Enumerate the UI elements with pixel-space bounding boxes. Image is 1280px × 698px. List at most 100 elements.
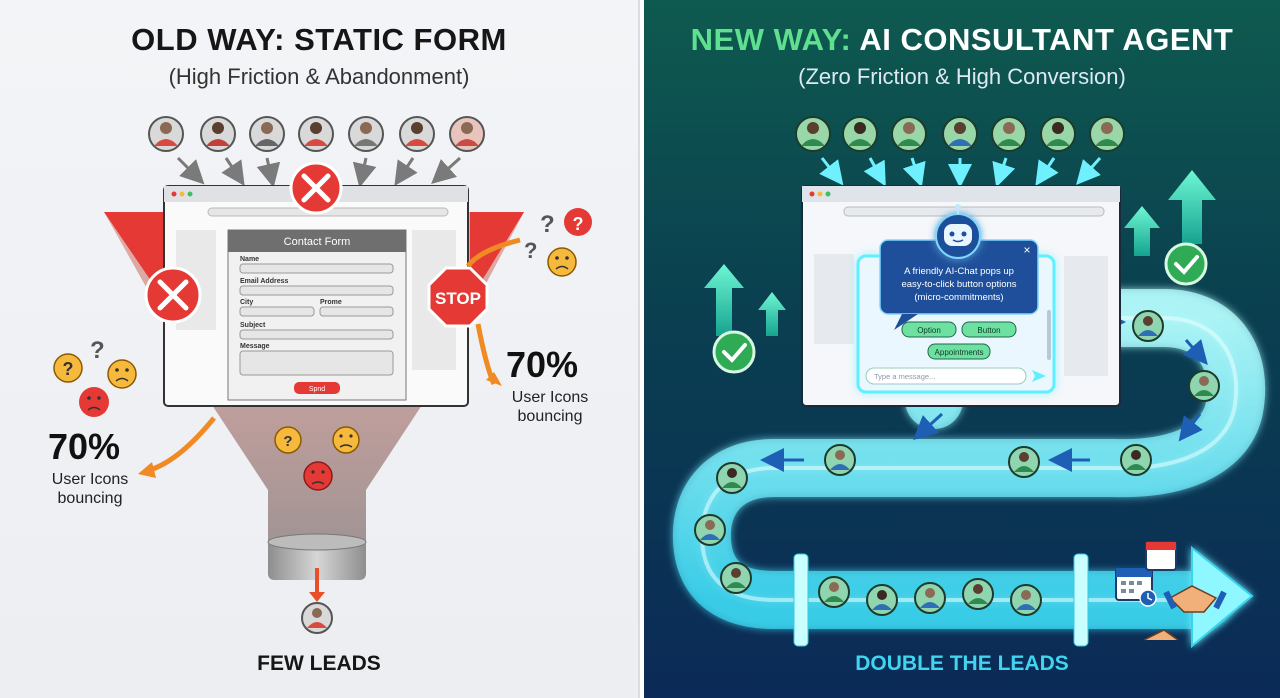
new-way-subtitle: (Zero Friction & High Conversion) (798, 64, 1126, 89)
stat-right-line2: bouncing (517, 408, 583, 425)
phone-field[interactable] (319, 306, 394, 317)
new-way-panel: NEW WAY: AI CONSULTANT AGENT (Zero Frict… (644, 0, 1280, 698)
calendar-icon-small (1145, 541, 1177, 571)
stat-left-line1: User Icons (51, 471, 129, 488)
option-button[interactable] (901, 321, 957, 338)
stat-right-value: 70% (506, 344, 579, 385)
user-icon (866, 584, 898, 616)
user-icon (824, 444, 856, 476)
chat-line-1: A friendly AI-Chat pops up (904, 266, 1014, 277)
svg-text:?: ? (573, 214, 584, 234)
user-icon (842, 116, 878, 152)
single-lead-icon (301, 602, 333, 634)
user-icon (716, 462, 748, 494)
user-icon (200, 116, 236, 152)
contact-form: Contact Form Name Email Address City Pro… (227, 229, 407, 401)
svg-text:?: ? (63, 359, 74, 379)
new-way-illustration: A friendly AI-Chat pops up easy-to-click… (672, 116, 1266, 649)
user-icon (1040, 116, 1076, 152)
send-button-label: Spnd (309, 386, 325, 393)
stat-right-line1: User Icons (511, 389, 589, 406)
button-button-label: Button (977, 326, 1000, 335)
pipe-ring-right (1073, 553, 1089, 647)
user-icon (298, 116, 334, 152)
old-way-title: OLD WAY: STATIC FORM (131, 22, 507, 57)
svg-text:?: ? (540, 211, 555, 238)
stop-sign: STOP (427, 266, 489, 328)
send-button[interactable] (294, 382, 340, 394)
user-icon (1188, 370, 1220, 402)
svg-text:?: ? (524, 238, 537, 263)
user-icon (795, 116, 831, 152)
confused-faces-right: ? ? ? (524, 208, 592, 277)
user-icon (1120, 444, 1152, 476)
message-input-placeholder: Type a message... (874, 372, 935, 381)
city-field[interactable] (239, 306, 315, 317)
user-icon (1010, 584, 1042, 616)
incoming-arrows (176, 156, 462, 188)
user-icon (962, 578, 994, 610)
user-icon (891, 116, 927, 152)
handshake-icon (1163, 585, 1227, 613)
chat-scrollbar[interactable] (1047, 310, 1051, 360)
robot-icon (935, 204, 981, 259)
user-icon (942, 116, 978, 152)
old-way-panel: OLD WAY: STATIC FORM (High Friction & Ab… (0, 0, 640, 698)
field-label-city: City (240, 299, 253, 306)
user-icon (818, 576, 850, 608)
chat-line-3: (micro-commitments) (914, 292, 1003, 303)
user-icons-row (795, 116, 1125, 152)
appointments-button[interactable] (927, 343, 991, 360)
user-icons-row (148, 116, 485, 152)
field-label-subject: Subject (240, 322, 266, 329)
option-button-label: Option (917, 326, 941, 335)
new-way-title-accent: NEW WAY: (690, 22, 852, 57)
close-icon[interactable]: × (1023, 243, 1030, 257)
converted-users (694, 310, 1220, 616)
old-way-subtitle: (High Friction & Abandonment) (168, 64, 470, 89)
check-badge-left (712, 330, 756, 374)
x-badge-top (289, 161, 343, 215)
message-input[interactable] (865, 367, 1027, 385)
stop-label: STOP (435, 289, 481, 308)
stat-right-caption: User Icons bouncing (494, 388, 606, 426)
stat-left-line2: bouncing (57, 490, 123, 507)
svg-text:?: ? (283, 433, 292, 450)
confused-faces-left: ? ? (53, 337, 137, 417)
user-icon (914, 582, 946, 614)
user-icon (1008, 446, 1040, 478)
field-label-name: Name (240, 256, 259, 263)
new-way-title-rest: AI CONSULTANT AGENT (851, 22, 1234, 57)
old-way-footer: FEW LEADS (257, 652, 381, 675)
old-way-illustration: Contact Form Name Email Address City Pro… (53, 116, 592, 634)
subject-field[interactable] (239, 329, 394, 340)
funnel-right-wing (470, 212, 524, 300)
calendar-icon (1115, 567, 1157, 607)
name-field[interactable] (239, 263, 394, 274)
svg-text:?: ? (90, 337, 105, 364)
field-label-phone: Prome (320, 299, 342, 306)
send-icon[interactable] (1032, 370, 1046, 382)
new-way-footer: DOUBLE THE LEADS (855, 652, 1069, 675)
field-label-message: Message (240, 343, 270, 350)
chat-line-2: easy-to-click button options (901, 279, 1016, 290)
user-icon (694, 514, 726, 546)
email-field[interactable] (239, 285, 394, 296)
form-title: Contact Form (284, 236, 351, 248)
x-badge-left (144, 266, 202, 324)
user-icon (148, 116, 184, 152)
growth-arrows-right (1124, 170, 1216, 256)
incoming-arrows (819, 157, 1102, 188)
user-icon (249, 116, 285, 152)
bounce-arrow-left (149, 416, 216, 473)
field-label-email: Email Address (240, 278, 288, 285)
growth-arrows-left (704, 264, 786, 336)
user-icon (399, 116, 435, 152)
message-field[interactable] (239, 350, 394, 376)
appointments-button-label: Appointments (935, 348, 984, 357)
funnel-pipe (268, 540, 366, 580)
funnel-faces: ? (274, 426, 360, 491)
check-badge-right (1164, 242, 1208, 286)
button-button[interactable] (961, 321, 1017, 338)
